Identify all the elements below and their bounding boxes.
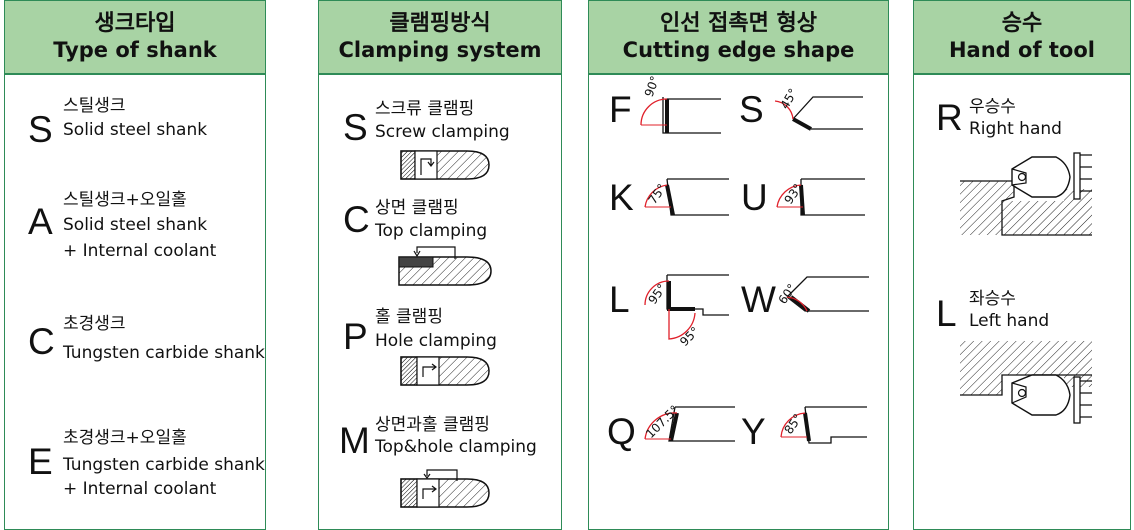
right-hand-tool-diagram: [960, 152, 1092, 236]
edge-shape-u-93: [776, 178, 865, 216]
code-letter: Q: [607, 411, 636, 452]
code-letter: L: [609, 279, 630, 320]
panel-header: 승수 Hand of tool: [914, 1, 1130, 75]
item-label-en: Screw clamping: [375, 122, 510, 142]
panel-title-en: Clamping system: [338, 38, 542, 62]
top-clamping-diagram: [398, 246, 492, 286]
edge-shape-w-60: [786, 276, 869, 313]
item-label-ko: 스틸생크+오일홀: [63, 190, 187, 210]
edge-shape-l-95: [644, 274, 729, 340]
code-letter: U: [741, 177, 768, 218]
item-label-ko: 상면 클램핑: [375, 198, 459, 218]
item-label-en: Right hand: [969, 119, 1062, 139]
item-label-en: Top clamping: [375, 221, 488, 241]
item-label-en: Tungsten carbide shank: [63, 455, 265, 475]
panel-title-en: Hand of tool: [948, 38, 1095, 62]
edge-shape-f-90: [640, 97, 721, 134]
panel-shank-type: 생크타입 Type of shank S 스틸생크 Solid steel sh…: [4, 0, 266, 530]
left-hand-tool-diagram: [960, 341, 1092, 424]
item-label-extra: + Internal coolant: [63, 241, 217, 261]
item-label-ko: 스틸생크: [63, 96, 126, 116]
top-and-hole-clamping-diagram: [400, 469, 490, 508]
item-label-en: Left hand: [969, 311, 1050, 331]
edge-shape-s-45: [774, 96, 863, 131]
item-label-en: Solid steel shank: [63, 120, 208, 140]
item-label-en: Tungsten carbide shank: [63, 343, 265, 363]
panel-hand-of-tool: 승수 Hand of tool R 우승수 Right hand L 좌승수 L…: [913, 0, 1131, 530]
code-letter: S: [343, 107, 368, 148]
item-label-ko: 초경생크: [63, 314, 126, 334]
panel-header: 생크타입 Type of shank: [5, 1, 265, 75]
item-label-ko: 스크류 클램핑: [375, 99, 475, 119]
panel-title-en: Cutting edge shape: [622, 38, 855, 62]
item-label-ko: 우승수: [969, 97, 1016, 117]
panel-title-ko: 승수: [1001, 11, 1043, 36]
code-letter: M: [339, 420, 370, 461]
panel-header: 인선 접촉면 형상 Cutting edge shape: [589, 1, 888, 75]
hole-clamping-diagram: [400, 356, 490, 386]
code-letter: F: [609, 89, 632, 130]
panel-title-ko: 인선 접촉면 형상: [660, 11, 817, 36]
item-label-en: Solid steel shank: [63, 215, 208, 235]
item-label-en: Hole clamping: [375, 331, 497, 351]
code-letter: A: [28, 201, 53, 242]
panel-header: 클램핑방식 Clamping system: [319, 1, 561, 75]
code-letter: L: [936, 293, 957, 334]
code-letter: C: [343, 199, 370, 240]
panel-clamping-system: 클램핑방식 Clamping system S 스크류 클램핑 Screw cl…: [318, 0, 562, 530]
edge-shape-y-85: [780, 406, 867, 444]
edge-shape-q-107-5: [644, 406, 735, 442]
screw-clamping-diagram: [400, 150, 490, 180]
code-letter: K: [609, 177, 634, 218]
item-label-ko: 홀 클램핑: [375, 307, 443, 327]
code-letter: P: [343, 316, 368, 357]
code-letter: R: [936, 97, 963, 138]
code-letter: Y: [741, 411, 766, 452]
code-letter: W: [741, 279, 776, 320]
item-label-ko: 상면과홀 클램핑: [375, 415, 490, 435]
item-label-extra: + Internal coolant: [63, 479, 217, 499]
code-letter: S: [739, 89, 764, 130]
panel-title-ko: 클램핑방식: [389, 11, 491, 36]
code-letter: S: [28, 109, 53, 150]
panel-title-ko: 생크타입: [94, 11, 176, 36]
panel-cutting-edge-shape: 인선 접촉면 형상 Cutting edge shape F 90° S 45°…: [588, 0, 889, 530]
panel-title-en: Type of shank: [53, 38, 217, 62]
code-letter: E: [28, 441, 53, 482]
item-label-ko: 좌승수: [969, 289, 1016, 309]
edge-shape-k-75: [644, 178, 729, 216]
item-label-ko: 초경생크+오일홀: [63, 428, 187, 448]
item-label-en: Top&hole clamping: [375, 437, 537, 457]
code-letter: C: [28, 321, 55, 362]
